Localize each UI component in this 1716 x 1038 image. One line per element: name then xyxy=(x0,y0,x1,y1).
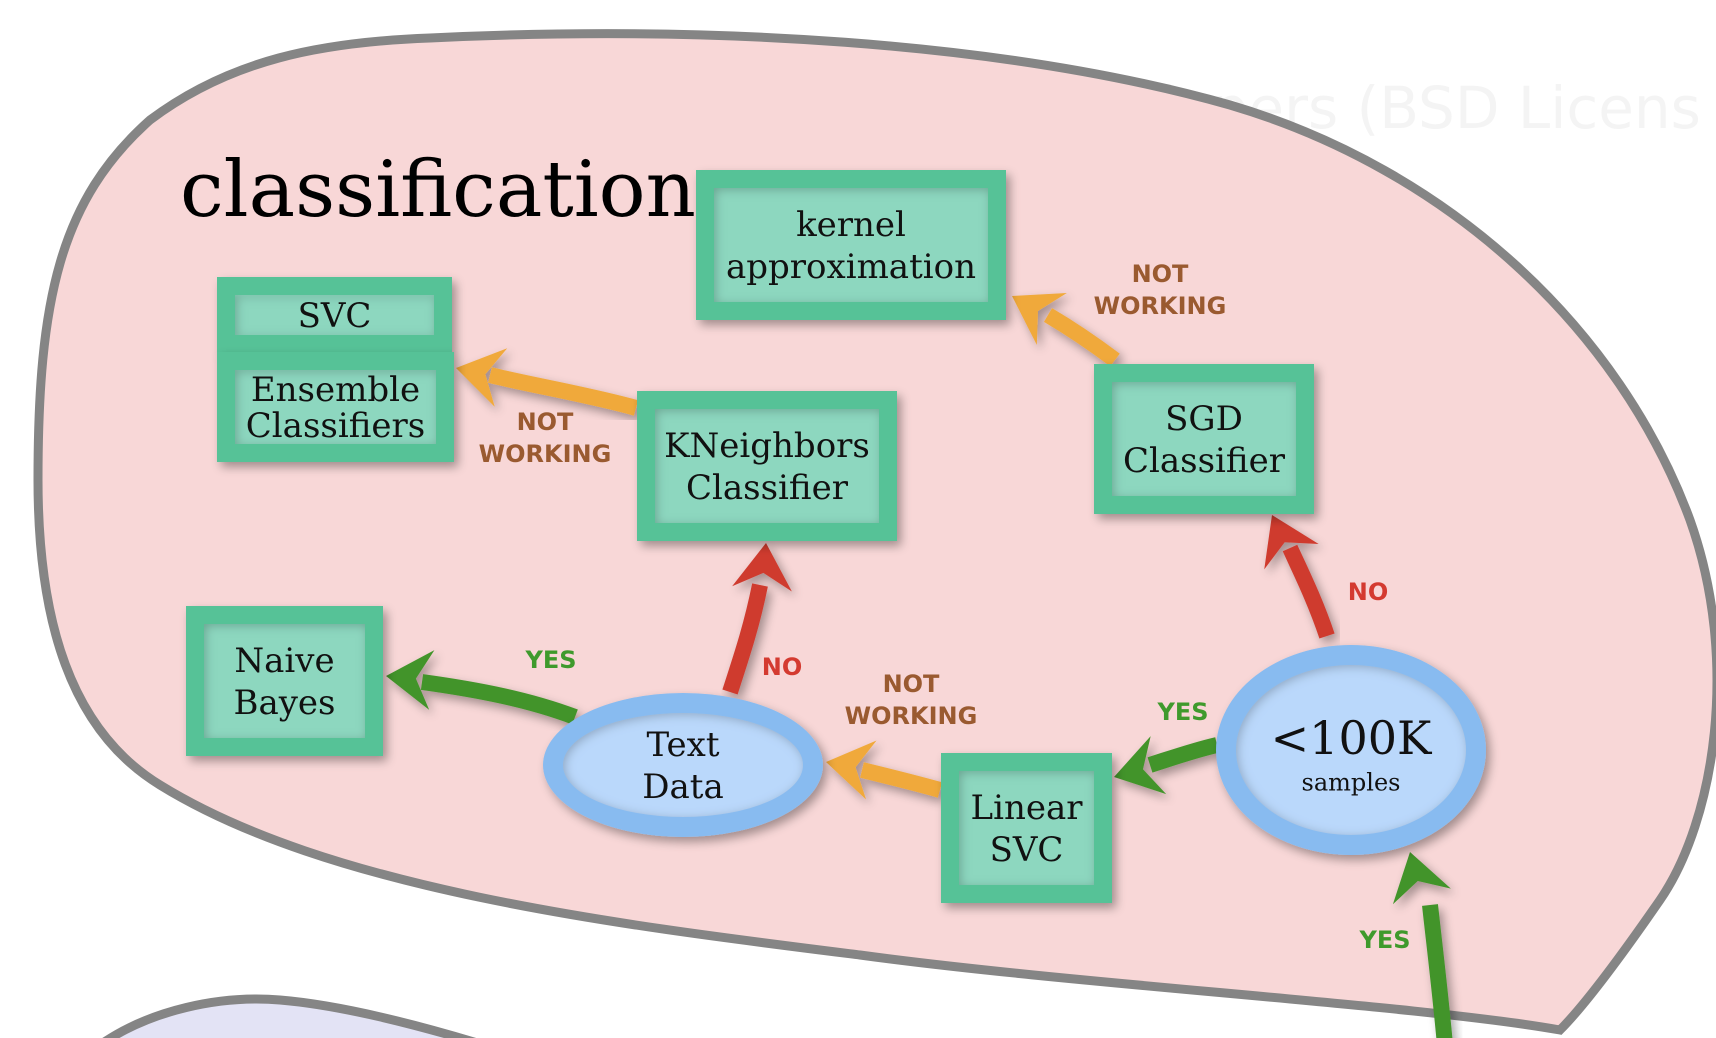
edge-label-text: WORKING xyxy=(1094,292,1227,320)
edge-label-text: NOT xyxy=(883,670,940,698)
node-panel xyxy=(959,771,1094,885)
node-samples: <100K samples xyxy=(1216,645,1486,855)
edge-shaft xyxy=(1147,737,1219,773)
edge-shaft xyxy=(722,583,768,695)
node-panel xyxy=(235,370,436,444)
edge-label-yes: YES xyxy=(524,646,576,674)
edge-label-yes: YES xyxy=(1358,926,1410,954)
arrow-head-icon xyxy=(386,650,435,710)
node-label: Classifier xyxy=(1123,441,1286,481)
region-title: classification xyxy=(180,145,696,235)
edge-external-to-samples xyxy=(1392,852,1453,1038)
decision-label: <100K xyxy=(1271,711,1433,765)
edge-label-text: WORKING xyxy=(479,440,612,468)
arrow-head-icon xyxy=(732,543,792,592)
edge-label-not-working: NOT WORKING xyxy=(1094,260,1227,320)
edge-label-text: NOT xyxy=(1132,260,1189,288)
edge-label-text: NO xyxy=(762,653,803,681)
edge-text_data-to-naive_bayes xyxy=(386,650,578,725)
node-panel xyxy=(235,295,434,335)
edge-label-not-working: NOT WORKING xyxy=(479,408,612,468)
node-panel xyxy=(655,409,879,523)
edge-shaft xyxy=(420,674,578,725)
node-label: approximation xyxy=(726,247,976,287)
node-label: SGD xyxy=(1165,399,1243,439)
edge-shaft xyxy=(1422,904,1453,1038)
decision-panel xyxy=(563,713,803,817)
edge-label-no: NO xyxy=(762,653,803,681)
edge-sgd-to-kernel xyxy=(1012,293,1120,367)
edge-labels-layer: NOT WORKING NOT WORKING NO YES NOT WORKING NO YES… xyxy=(479,260,1411,954)
node-label: kernel xyxy=(796,205,906,245)
node-panel xyxy=(1112,382,1296,496)
edge-shaft xyxy=(1282,544,1335,639)
decision-panel xyxy=(1236,665,1466,835)
edge-label-yes: YES xyxy=(1156,698,1208,726)
decision-label: Text xyxy=(647,725,720,765)
decision-label: Data xyxy=(642,767,723,807)
edge-samples-to-sgd xyxy=(1264,515,1335,639)
node-svc: SVC xyxy=(217,277,452,353)
edge-label-text: YES xyxy=(1156,698,1208,726)
node-label: KNeighbors xyxy=(664,426,870,466)
edge-label-not-working: NOT WORKING xyxy=(845,670,978,730)
edge-kneighbors-to-ensemble xyxy=(456,348,639,416)
arrow-head-icon xyxy=(456,348,508,407)
arrow-head-icon xyxy=(1114,736,1167,795)
edge-linear_svc-to-text_data xyxy=(826,740,943,800)
arrow-head-icon xyxy=(1012,293,1067,345)
node-label: SVC xyxy=(298,296,372,336)
edge-shaft xyxy=(860,762,943,798)
node-panel xyxy=(714,188,988,302)
edge-shaft xyxy=(1043,308,1120,367)
edge-label-text: YES xyxy=(1358,926,1410,954)
node-label: SVC xyxy=(990,830,1064,870)
edge-label-text: NOT xyxy=(517,408,574,436)
node-panel xyxy=(204,624,365,738)
edge-label-text: NO xyxy=(1348,578,1389,606)
edge-label-text: YES xyxy=(524,646,576,674)
node-label: Linear xyxy=(971,788,1084,828)
edges-layer xyxy=(386,293,1453,1038)
node-label: Classifier xyxy=(686,468,849,508)
edge-samples-to-linear_svc xyxy=(1114,736,1219,795)
edge-label-text: WORKING xyxy=(845,702,978,730)
arrow-head-icon xyxy=(1392,852,1451,905)
edge-label-no: NO xyxy=(1348,578,1389,606)
regression-region-blob xyxy=(102,994,477,1038)
arrow-head-icon xyxy=(1264,515,1319,570)
edge-shaft xyxy=(488,367,639,416)
node-label: Bayes xyxy=(233,683,335,723)
decision-label: samples xyxy=(1302,768,1401,796)
node-label: Naive xyxy=(234,641,334,681)
node-label: Ensemble xyxy=(251,370,420,410)
node-label: Classifiers xyxy=(246,406,425,446)
edge-text_data-to-kneighbors xyxy=(722,543,792,695)
arrow-head-icon xyxy=(826,740,877,800)
